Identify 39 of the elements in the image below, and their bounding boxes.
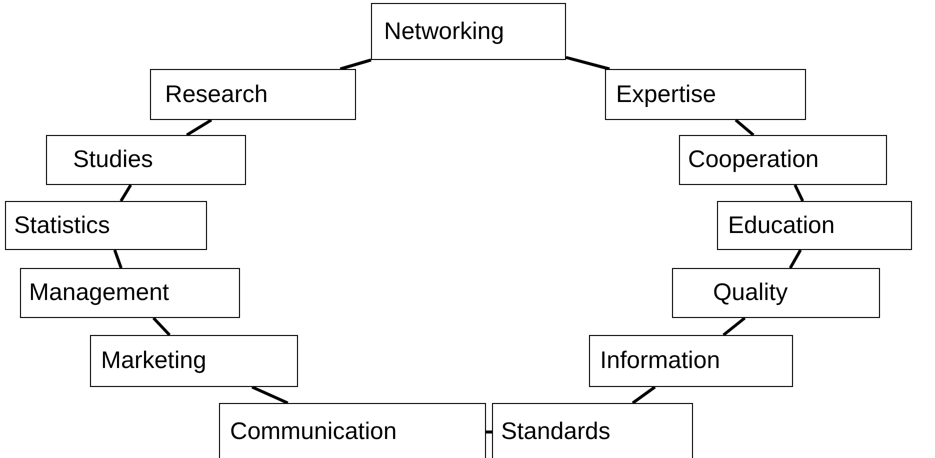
connector-line [186, 118, 212, 136]
label-box [150, 69, 356, 120]
label-box [679, 135, 887, 185]
box-label: Expertise [616, 80, 716, 108]
connector-line [734, 118, 754, 136]
box-label: Education [728, 212, 835, 240]
label-box [717, 201, 912, 250]
label-box [46, 135, 246, 185]
label-box [492, 403, 693, 458]
connector-line [486, 430, 492, 434]
label-box [605, 69, 806, 120]
box-label: Studies [73, 146, 154, 174]
box-label: Cooperation [688, 146, 819, 174]
connector-line [788, 249, 802, 269]
connector-line [152, 316, 171, 336]
label-box [219, 403, 486, 458]
label-box [5, 201, 207, 250]
label-box [672, 268, 880, 318]
box-label: Management [29, 279, 170, 307]
connector-line [251, 386, 288, 404]
box-label: Statistics [14, 212, 110, 240]
box-label: Information [600, 347, 720, 375]
box-label: Research [165, 80, 268, 108]
label-box [90, 335, 298, 387]
box-label: Marketing [101, 347, 206, 375]
box-label: Standards [501, 418, 610, 446]
box-label: Quality [713, 279, 788, 307]
label-box [589, 335, 793, 387]
connector-line [632, 386, 656, 404]
connector-line [794, 184, 804, 202]
label-box [20, 268, 240, 318]
box-label: Networking [384, 18, 504, 46]
connector-line [566, 56, 610, 70]
connector-line [722, 316, 746, 336]
connector-line [120, 184, 132, 202]
box-label: Communication [230, 418, 397, 446]
connector-line [340, 58, 372, 70]
label-box [371, 3, 566, 60]
connector-line [113, 250, 123, 268]
